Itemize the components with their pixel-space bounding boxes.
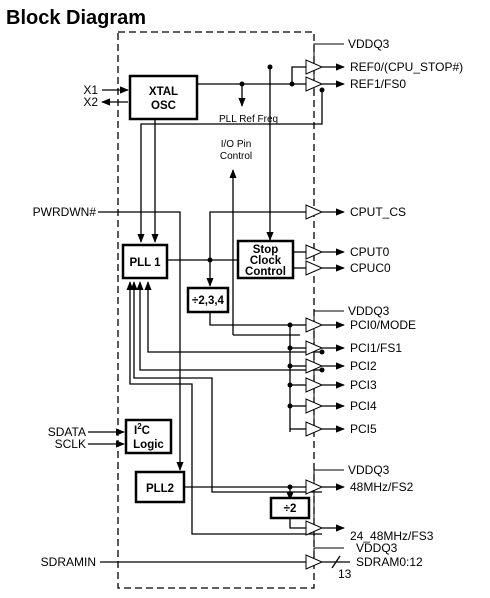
24-48mhz-buffer [305,520,324,536]
48mhz-label: 48MHz/FS2 [350,480,414,494]
div-to-pci-bus [209,312,291,432]
ref1-buffer [305,76,324,92]
junction-dot [207,257,213,263]
junction-dot [287,363,293,369]
sdram-count-label: 13 [338,567,352,581]
cput0-buffer [305,244,324,260]
pwrdwn-label: PWRDWN# [33,205,97,219]
diagram-title: Block Diagram [6,7,146,29]
pci5-buffer [305,421,324,437]
cput-cs-label: CPUT_CS [350,205,406,219]
pci0-buffer [305,317,324,333]
junctions [207,64,325,490]
cpuc0-label: CPUC0 [350,261,391,275]
junction-dot [287,382,293,388]
pll2-label: PLL2 [146,483,174,495]
control-label: Control [245,266,286,278]
vddq3-pci-rail [313,310,344,435]
pci1-label: PCI1/FS1 [350,341,402,355]
junction-dot [319,367,325,373]
vddq3-48-label: VDDQ3 [348,463,390,477]
pll1-block: PLL 1 [121,243,169,280]
pci1-feedback-wire [144,281,322,353]
stop-label: Stop [253,244,279,256]
xtal-label: XTAL [149,86,178,98]
pci1-buffer [305,340,324,356]
junction-dot [319,87,325,93]
chip-boundary [117,31,315,589]
junction-dot [267,64,273,70]
x1-label: X1 [83,83,98,97]
sdramin-label: SDRAMIN [41,555,96,569]
ref-feedback-wire [137,90,323,243]
junction-dot [287,403,293,409]
pll-ref-freq-label: PLL Ref Freq [219,114,278,125]
i2c-logic-block: I2C Logic [124,418,173,455]
junction-dot [287,322,293,328]
sdata-label: SDATA [48,425,86,439]
cput0-label: CPUT0 [350,245,390,259]
junction-dot [319,349,325,355]
wires [88,43,350,569]
sdram-bus-slash [331,555,341,569]
osc-label: OSC [151,100,176,112]
cpuc0-buffer [305,260,324,276]
sdram-label: SDRAM0:12 [356,555,423,569]
pci2-buffer [305,358,324,374]
io-pin-label: I/O Pin [221,139,252,150]
cput-cs-buffer [305,204,324,220]
stop-clock-control-block: Stop Clock Control [236,239,295,280]
vddq3-pci-label: VDDQ3 [348,304,390,318]
pci2-feedback-wire [136,281,322,371]
vddq3-sdram-label: VDDQ3 [356,541,398,555]
sclk-label: SCLK [55,437,86,451]
div234-label: ÷2,3,4 [192,295,224,307]
pci3-label: PCI3 [350,378,377,392]
48mhz-buffer [305,479,324,495]
pll2-block: PLL2 [134,470,186,504]
junction-dot [287,345,293,351]
pci2-label: PCI2 [350,359,377,373]
xtal-to-ref0-wire [197,66,306,85]
output-buffers [305,59,324,570]
junction-dot [287,484,293,490]
pci5-label: PCI5 [350,422,377,436]
vddq3-48-rail [313,469,344,540]
i2c-label: I2C [134,422,150,437]
div2-label: ÷2 [284,503,297,515]
sdram-buffer [305,554,324,570]
clock-label: Clock [250,255,282,267]
vddq3-ref-label: VDDQ3 [348,37,390,51]
divider-2-block: ÷2 [269,496,311,520]
x2-label: X2 [83,95,98,109]
pll1-label: PLL 1 [129,257,161,269]
ref0-label: REF0/(CPU_STOP#) [350,60,463,74]
ref0-buffer [305,59,324,75]
logic-label: Logic [133,439,164,451]
vddq3-sdram-rail [313,547,344,560]
div2-to-24-48-wire [289,518,306,529]
junction-dot [239,81,245,87]
xtal-osc-block: XTAL OSC [128,74,199,121]
pci4-buffer [305,398,324,414]
pll1-to-cput-cs-wire [209,211,306,260]
48mhz-feedback-wire [130,281,322,493]
junction-dot [289,81,295,87]
pci3-buffer [305,377,324,393]
pci4-label: PCI4 [350,399,377,413]
divider-2-3-4-block: ÷2,3,4 [186,286,230,314]
24-48mhz-label: 24_48MHz/FS3 [350,529,434,543]
vddq3-ref-rail [313,43,344,92]
control-annotation-label: Control [220,151,252,162]
24-48-feedback-wire [126,281,322,535]
pci0-label: PCI0/MODE [350,318,416,332]
ref1-label: REF1/FS0 [350,77,406,91]
